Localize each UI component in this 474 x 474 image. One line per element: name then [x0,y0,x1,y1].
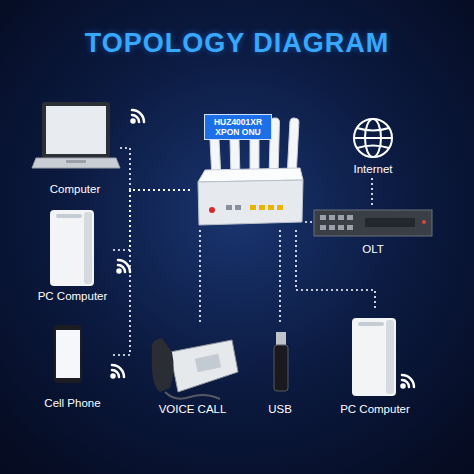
telephone-illustration [152,338,238,399]
globe-icon [357,128,389,131]
internet-globe: Internet [340,115,406,178]
wifi-icon [112,365,124,377]
olt-illustration [329,215,335,220]
router-illustration [226,205,232,210]
laptop-illustration [32,158,120,168]
usb-illustration [274,332,288,391]
usb-illustration [274,345,288,391]
wifi-icon [402,385,405,388]
voice-call-phone: VOICE CALL [145,325,240,418]
dotted-connector [305,221,312,223]
cell-phone-illustration [54,325,82,383]
laptop-illustration [46,106,106,154]
onu-router: HUZ4001XR XPON ONU [190,112,305,230]
device-label: PC Computer [38,289,108,303]
device-label: Internet [354,162,393,176]
wifi-icon [112,375,115,378]
wifi-icon [118,270,121,273]
cell-phone-illustration [54,325,82,383]
device-label: VOICE CALL [159,402,227,416]
pc-tower-illustration [56,214,82,218]
olt-illustration [314,210,432,236]
pc-tower-illustration [50,210,94,286]
wifi-icon [132,120,135,123]
telephone-illustration [170,340,238,392]
wifi-icon [402,375,415,388]
olt-illustration [314,210,432,236]
pc-tower: PC Computer [35,205,111,305]
laptop-illustration [42,102,110,158]
usb-stick: USB [255,325,305,418]
cell-phone: Cell Phone [35,320,110,412]
dotted-connector [199,230,201,325]
model-label: HUZ4001XR XPON ONU [204,114,272,140]
router-illustration [277,205,283,210]
device-label: OLT [362,242,384,256]
wifi-icon [118,265,125,272]
olt-illustration [320,215,326,220]
router-illustration [235,205,241,210]
olt-switch: OLT [312,205,434,258]
wifi-icon [402,380,409,387]
pc-tower-illustration [358,322,384,326]
dotted-connector [111,190,191,250]
olt-illustration [422,220,426,224]
olt-illustration [347,215,353,220]
router-illustration [198,180,303,225]
pc-tower: PC Computer [335,310,415,418]
pc-tower-illustration [84,212,92,284]
device-label: PC Computer [340,402,410,416]
laptop-illustration [32,102,120,168]
usb-illustration [276,332,286,346]
globe-icon [354,119,392,157]
dotted-connector [110,190,190,355]
wifi-icon [118,260,131,273]
dotted-connector [279,230,281,325]
title: TOPOLOGY DIAGRAM [0,28,474,59]
router-illustration [268,205,274,210]
wifi-icon [402,375,414,387]
wifi-icon [132,110,145,123]
dotted-connector [120,148,190,190]
laptop-device: Computer [30,98,120,198]
pc-tower-illustration [386,320,394,394]
laptop-illustration [66,160,86,163]
olt-illustration [365,218,415,227]
telephone-illustration [152,338,174,392]
olt-illustration [329,225,335,230]
olt-illustration [338,215,344,220]
wifi-icon [132,115,139,122]
pc-tower-illustration [50,210,94,286]
wifi-icon [112,370,119,377]
wifi-icon [132,110,144,122]
device-label: Cell Phone [44,396,100,410]
globe-icon [354,119,392,157]
olt-illustration [338,225,344,230]
globe-icon [357,146,389,149]
dotted-connector [371,178,373,205]
router-illustration [209,207,215,213]
wifi-icon [118,260,130,272]
telephone-illustration [165,392,220,399]
dotted-connector [296,230,375,310]
telephone-illustration [195,354,221,373]
cell-phone-illustration [56,330,80,378]
pc-tower-illustration [352,318,396,396]
router-illustration [259,205,265,210]
olt-illustration [320,225,326,230]
router-illustration [250,205,256,210]
device-label: USB [268,402,292,416]
olt-illustration [347,225,353,230]
wifi-icon [112,365,125,378]
device-label: Computer [50,182,101,196]
globe-icon [354,137,392,139]
pc-tower-illustration [352,318,396,396]
